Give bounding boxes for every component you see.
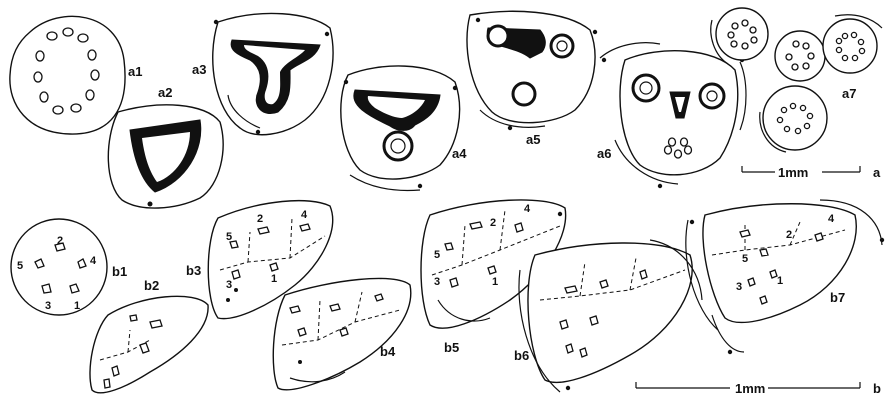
b1-bundle-2: 2 — [57, 235, 63, 247]
label-b1: b1 — [112, 264, 127, 279]
section-a5 — [467, 11, 597, 130]
b3-bundle-1: 1 — [271, 273, 277, 285]
b3-bundle-4: 4 — [301, 209, 308, 221]
label-b6: b6 — [514, 348, 529, 363]
section-a4 — [341, 66, 460, 191]
b1-bundle-4: 4 — [90, 255, 97, 267]
b5-bundle-3: 3 — [434, 276, 440, 288]
b3-bundle-3: 3 — [226, 279, 232, 291]
b5-bundle-4: 4 — [524, 203, 531, 215]
b3-bundle-2: 2 — [257, 213, 263, 225]
section-b7 — [686, 200, 884, 354]
b1-bundle-1: 1 — [74, 300, 80, 312]
label-b3: b3 — [186, 263, 201, 278]
label-a5: a5 — [526, 132, 540, 147]
b7-bundle-5: 5 — [742, 253, 748, 265]
b7-bundle-2: 2 — [786, 229, 792, 241]
section-b2 — [90, 296, 208, 393]
b5-bundle-1: 1 — [492, 276, 498, 288]
label-a4: a4 — [452, 146, 467, 161]
b1-bundle-5: 5 — [17, 260, 23, 272]
b3-bundle-5: 5 — [226, 231, 232, 243]
b1-bundle-3: 3 — [45, 300, 51, 312]
b7-bundle-4: 4 — [828, 213, 835, 225]
b7-bundle-3: 3 — [736, 281, 742, 293]
section-a6 — [600, 43, 746, 189]
label-a6: a6 — [597, 146, 611, 161]
label-b2: b2 — [144, 278, 159, 293]
section-a1 — [10, 16, 125, 134]
section-b4 — [273, 278, 410, 389]
panel-letter-b: b — [873, 381, 881, 396]
label-a1: a1 — [128, 64, 142, 79]
section-a2 — [108, 105, 223, 208]
b7-bundle-1: 1 — [777, 275, 783, 287]
section-b1 — [11, 219, 107, 315]
label-a3: a3 — [192, 62, 206, 77]
scale-label-b: 1mm — [735, 381, 765, 396]
label-a2: a2 — [158, 85, 172, 100]
b5-bundle-5: 5 — [434, 249, 440, 261]
scale-label-a: 1mm — [778, 165, 808, 180]
section-a3 — [213, 13, 333, 134]
label-b5: b5 — [444, 340, 459, 355]
section-b6 — [519, 240, 702, 392]
panel-letter-a: a — [873, 165, 881, 180]
label-a7: a7 — [842, 86, 856, 101]
label-b7: b7 — [830, 290, 845, 305]
b5-bundle-2: 2 — [490, 217, 496, 229]
label-b4: b4 — [380, 344, 396, 359]
